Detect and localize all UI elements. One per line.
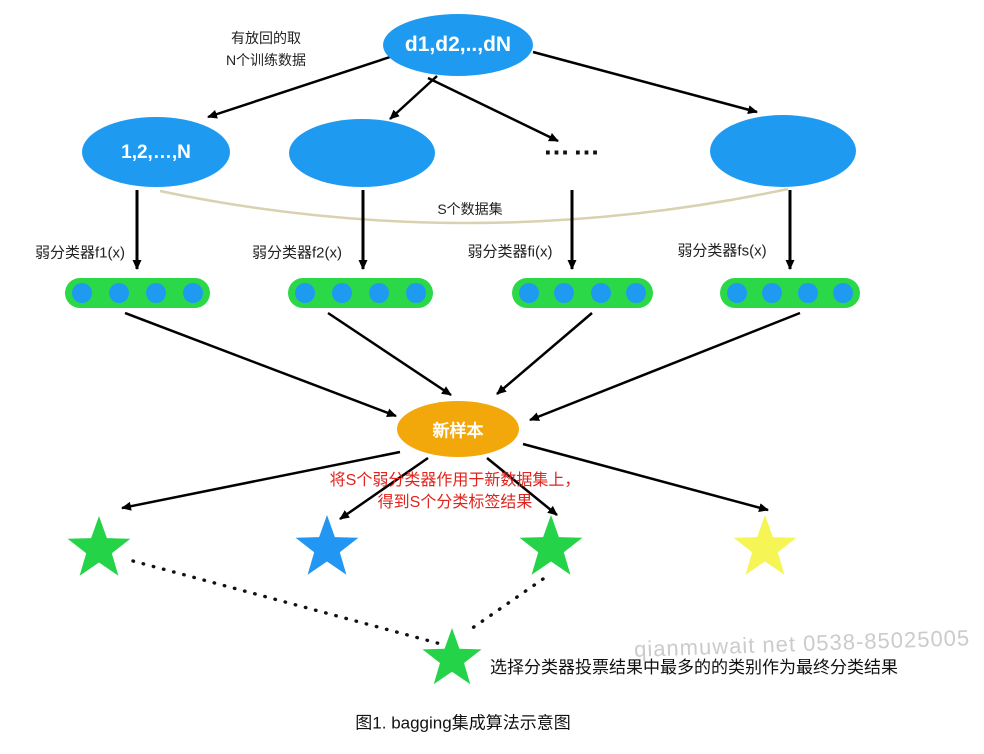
sampling-note-line1: 有放回的取 (231, 30, 301, 46)
new-sample-ellipse (397, 401, 519, 457)
vote-note: 选择分类器投票结果中最多的的类别作为最终分类结果 (490, 658, 898, 677)
classifier-pill-i (512, 278, 653, 308)
final-result-star-green (422, 627, 482, 685)
source-dataset-label: d1,d2,..,dN (404, 33, 512, 56)
arrow-classifier2-to-newsample (327, 311, 452, 397)
bootstrap-sample-1-label: 1,2,…,N (121, 142, 191, 163)
arrow-to-sample-1 (207, 55, 391, 119)
weak-classifier-1-label: 弱分类器f1(x) (34, 244, 126, 262)
classifier-pill-s (720, 278, 860, 308)
classifier-pill-2 (288, 278, 433, 308)
ellipsis-dots: …… (543, 130, 603, 161)
weak-classifier-s-label: 弱分类器fs(x) (677, 242, 767, 260)
arrow-classifieri-to-newsample (496, 312, 593, 395)
arrow-to-sample-dots (427, 76, 559, 143)
apply-note-line2: 得到S个分类标签结果 (377, 494, 533, 511)
datasets-arc (159, 187, 789, 225)
arrow-to-sample-2 (389, 75, 438, 120)
weak-classifier-i-label: 弱分类器fi(x) (467, 243, 553, 261)
arrow-classifier1-to-newsample (124, 311, 397, 418)
bootstrap-sample-ellipse-1 (82, 117, 230, 187)
result-star-3-green (519, 515, 583, 575)
classifier-pill-1 (65, 278, 210, 308)
source-dataset-ellipse (383, 14, 533, 76)
arrow-to-sample-s (532, 50, 758, 115)
result-star-1-green (67, 516, 131, 576)
dotted-line-star3-to-final (469, 577, 545, 631)
weak-classifier-2-label: 弱分类器f2(x) (251, 244, 343, 262)
sampling-note-line2: N个训练数据 (225, 52, 307, 68)
s-datasets-label: S个数据集 (437, 201, 503, 217)
arrow-to-result-star-1 (121, 450, 401, 511)
dotted-line-star1-to-final (131, 559, 443, 646)
result-star-4-yellow (733, 515, 797, 575)
figure-caption: 图1. bagging集成算法示意图 (355, 713, 571, 733)
result-star-2-blue (295, 515, 359, 575)
arrow-to-result-star-2 (339, 456, 429, 521)
apply-note-line1: 将S个弱分类器作用于新数据集上， (329, 472, 581, 489)
arrow-classifiers-to-newsample (529, 311, 801, 422)
sampling-note: 有放回的取 N个训练数据 (226, 27, 306, 71)
arrow-to-result-star-3 (486, 457, 558, 516)
new-sample-label: 新样本 (432, 421, 484, 441)
bootstrap-sample-ellipse-s (710, 115, 856, 187)
bootstrap-sample-ellipse-2 (289, 119, 435, 187)
arrow-to-result-star-4 (522, 442, 769, 513)
